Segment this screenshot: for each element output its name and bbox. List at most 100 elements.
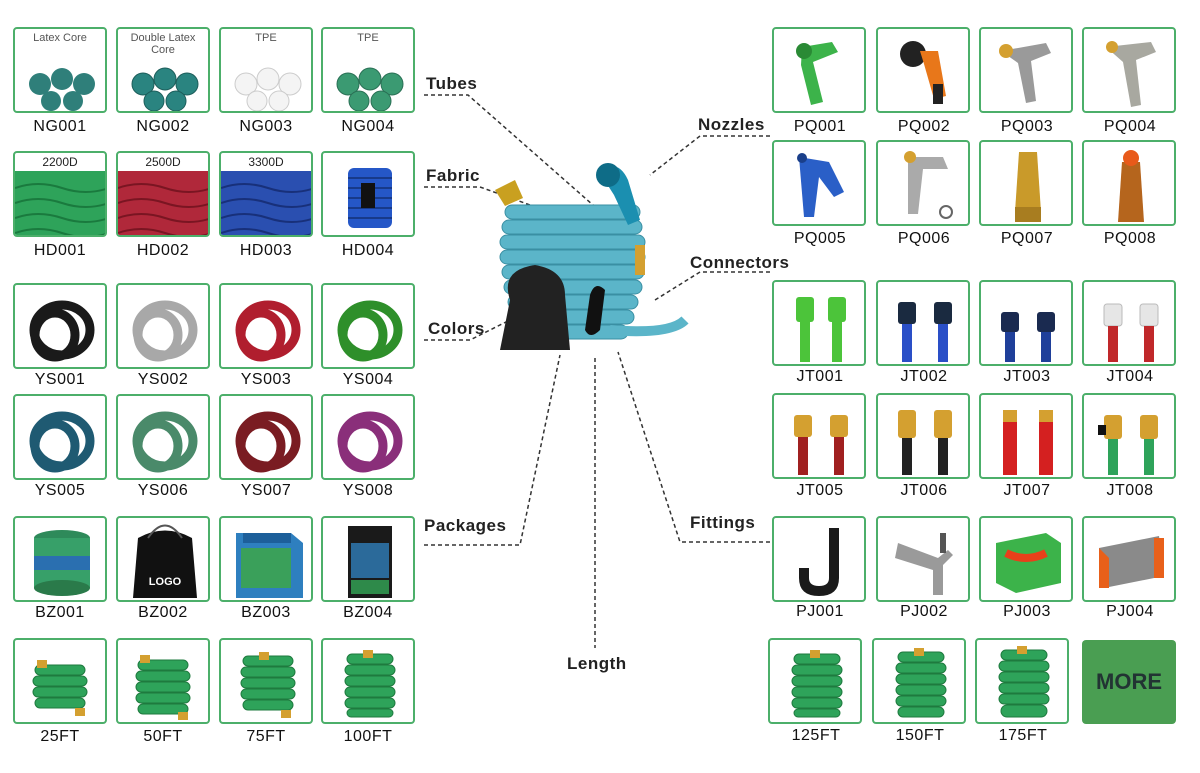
fitting-green-holder-tile[interactable] <box>979 516 1073 602</box>
package-bag-tile[interactable]: LOGO <box>116 516 210 602</box>
fitting-grey-reel-tile[interactable] <box>1082 516 1176 602</box>
fabric-code: HD002 <box>136 242 190 259</box>
package-code: BZ004 <box>343 604 393 621</box>
connector-code: JT006 <box>900 482 948 499</box>
more-button[interactable]: MORE <box>1082 640 1176 724</box>
fabric-code: HD004 <box>341 242 395 259</box>
nozzle-brass-tile[interactable] <box>979 140 1073 226</box>
length-code: 50FT <box>143 728 183 745</box>
package-roll-tile[interactable] <box>13 516 107 602</box>
package-display-box-tile[interactable] <box>321 516 415 602</box>
fitting-code: PJ002 <box>900 603 948 620</box>
length-150ft-tile[interactable] <box>872 638 966 724</box>
length-25ft-tile[interactable] <box>13 638 107 724</box>
fitting-sprinkler-tile[interactable] <box>876 516 970 602</box>
package-box-tile[interactable] <box>219 516 313 602</box>
connector-code: JT002 <box>900 368 948 385</box>
nozzle-metal-gold-tile[interactable] <box>1082 27 1176 113</box>
length-50ft-tile[interactable] <box>116 638 210 724</box>
connector-black-blue-tile[interactable] <box>876 280 970 366</box>
length-100ft-tile[interactable] <box>321 638 415 724</box>
tube-tpe-green-tile[interactable]: TPE <box>321 27 415 113</box>
length-75ft-tile[interactable] <box>219 638 313 724</box>
category-fabric: Fabric <box>426 166 481 185</box>
fabric-2200d-tile[interactable]: 2200D <box>13 151 107 237</box>
color-purple-tile[interactable] <box>321 394 415 480</box>
length-code: 25FT <box>40 728 80 745</box>
nozzle-blue-tile[interactable] <box>772 140 866 226</box>
length-code: 100FT <box>343 728 393 745</box>
color-code: YS006 <box>137 482 189 499</box>
color-grey-tile[interactable] <box>116 283 210 369</box>
tube-code: NG002 <box>136 118 190 135</box>
package-code: BZ001 <box>35 604 85 621</box>
tube-tpe-white-tile[interactable]: TPE <box>219 27 313 113</box>
connector-brass-black-tile[interactable] <box>876 393 970 479</box>
tube-code: NG004 <box>341 118 395 135</box>
color-green-tile[interactable] <box>321 283 415 369</box>
center-hose-image <box>495 163 689 350</box>
nozzle-orange-tile[interactable] <box>876 27 970 113</box>
fitting-code: PJ003 <box>1003 603 1051 620</box>
package-code: BZ002 <box>138 604 188 621</box>
nozzle-code: PQ006 <box>897 230 951 247</box>
length-code: 75FT <box>246 728 286 745</box>
tile-caption: 3300D <box>221 156 311 168</box>
nozzle-code: PQ005 <box>793 230 847 247</box>
connector-red-tile[interactable] <box>979 393 1073 479</box>
fabric-code: HD001 <box>33 242 87 259</box>
color-black-tile[interactable] <box>13 283 107 369</box>
color-code: YS002 <box>137 371 189 388</box>
nozzle-code: PQ007 <box>1000 230 1054 247</box>
connector-brass-green-tile[interactable] <box>1082 393 1176 479</box>
length-125ft-tile[interactable] <box>768 638 862 724</box>
length-code: 125FT <box>791 727 841 744</box>
connector-code: JT005 <box>796 482 844 499</box>
fabric-blue-hose-tile[interactable] <box>321 151 415 237</box>
tile-caption: Latex Core <box>33 32 87 44</box>
color-red-tile[interactable] <box>219 283 313 369</box>
fabric-3300d-tile[interactable]: 3300D <box>219 151 313 237</box>
fabric-2500d-tile[interactable]: 2500D <box>116 151 210 237</box>
package-code: BZ003 <box>241 604 291 621</box>
color-dark-teal-tile[interactable] <box>13 394 107 480</box>
fitting-code: PJ001 <box>796 603 844 620</box>
tile-caption: 2500D <box>118 156 208 168</box>
connector-brass-red-tile[interactable] <box>772 393 866 479</box>
connector-code: JT001 <box>796 368 844 385</box>
color-code: YS004 <box>342 371 394 388</box>
tube-latex-core-tile[interactable]: Latex Core <box>13 27 107 113</box>
color-code: YS003 <box>240 371 292 388</box>
nozzle-code: PQ001 <box>793 118 847 135</box>
nozzle-code: PQ008 <box>1103 230 1157 247</box>
length-code: 150FT <box>895 727 945 744</box>
tile-caption: TPE <box>255 32 277 44</box>
tube-code: NG003 <box>239 118 293 135</box>
package-logo-label: LOGO <box>142 574 188 590</box>
fitting-hook-tile[interactable] <box>772 516 866 602</box>
tube-double-latex-core-tile[interactable]: Double Latex Core <box>116 27 210 113</box>
color-maroon-tile[interactable] <box>219 394 313 480</box>
nozzle-green-tile[interactable] <box>772 27 866 113</box>
connector-code: JT007 <box>1003 482 1051 499</box>
length-175ft-tile[interactable] <box>975 638 1069 724</box>
category-colors: Colors <box>428 319 485 338</box>
category-length: Length <box>567 654 627 673</box>
connector-white-red-tile[interactable] <box>1082 280 1176 366</box>
connector-code: JT004 <box>1106 368 1154 385</box>
category-nozzles: Nozzles <box>698 115 765 134</box>
nozzle-code: PQ004 <box>1103 118 1157 135</box>
nozzle-metal-trigger-tile[interactable] <box>876 140 970 226</box>
nozzle-metal-grey-tile[interactable] <box>979 27 1073 113</box>
color-code: YS005 <box>34 482 86 499</box>
nozzle-code: PQ003 <box>1000 118 1054 135</box>
connector-green-tile[interactable] <box>772 280 866 366</box>
connector-dark-blue-tile[interactable] <box>979 280 1073 366</box>
tile-caption: 2200D <box>15 156 105 168</box>
nozzle-copper-tile[interactable] <box>1082 140 1176 226</box>
fitting-code: PJ004 <box>1106 603 1154 620</box>
fabric-code: HD003 <box>239 242 293 259</box>
tile-caption: Double Latex Core <box>130 32 196 56</box>
color-sage-tile[interactable] <box>116 394 210 480</box>
